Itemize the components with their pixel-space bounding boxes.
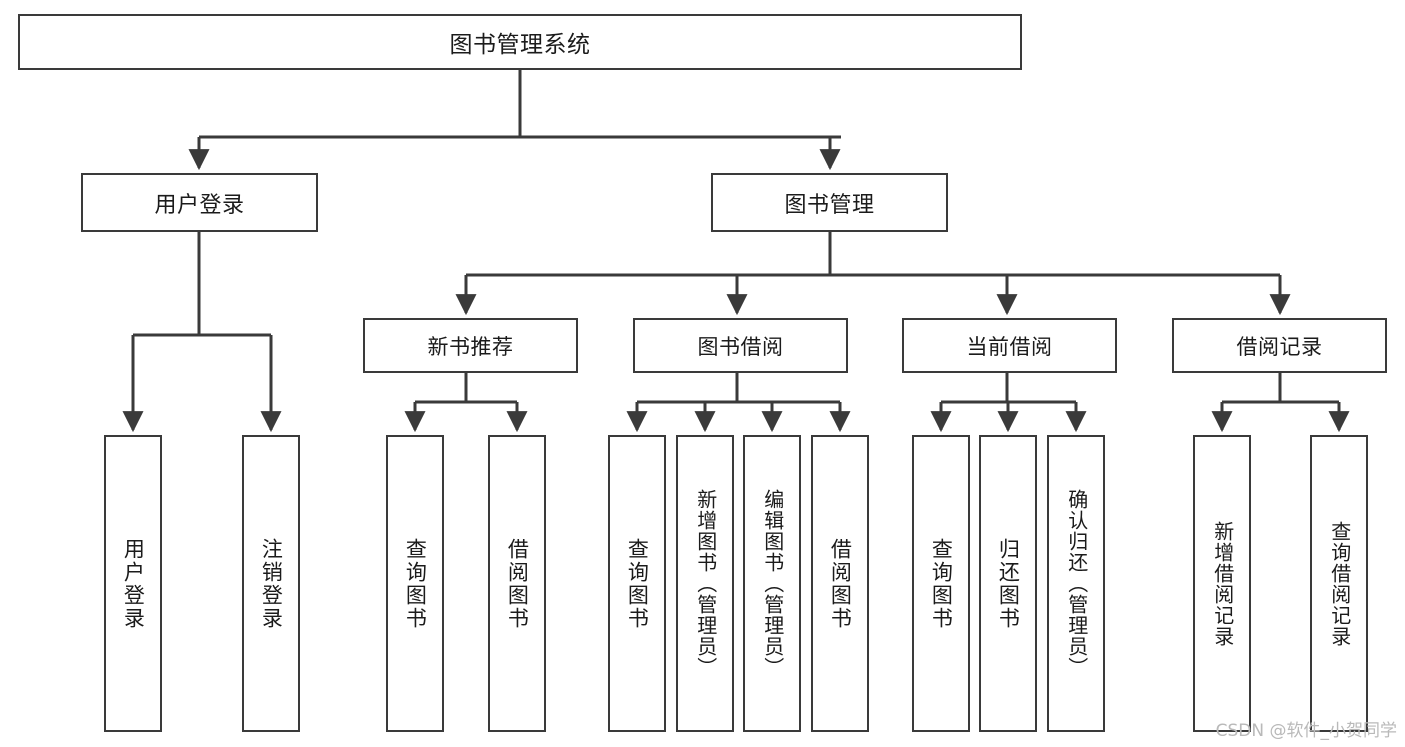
watermark-text: CSDN @软件_小贺同学 [1215,721,1397,741]
node-leaf-confirm-return-admin[interactable]: 确认归还（管理员） [1047,435,1105,732]
node-leaf-query-book-borrow[interactable]: 查询图书 [608,435,666,732]
node-leaf-return-book[interactable]: 归还图书 [979,435,1037,732]
node-label: 用户登录 [154,192,245,218]
node-label: 图书管理系统 [449,32,591,58]
node-book-management[interactable]: 图书管理 [711,173,948,232]
node-leaf-logout-login[interactable]: 注销登录 [242,435,300,732]
node-label: 图书借阅 [697,334,784,359]
node-label: 图书管理 [784,192,875,218]
node-new-book-recommend[interactable]: 新书推荐 [363,318,578,373]
node-leaf-edit-book-admin[interactable]: 编辑图书（管理员） [743,435,801,732]
node-book-borrow[interactable]: 图书借阅 [633,318,848,373]
node-label: 借阅记录 [1236,334,1323,359]
node-label: 注销登录 [259,537,284,630]
node-label: 新书推荐 [427,334,514,359]
node-label: 编辑图书（管理员） [760,489,785,678]
node-borrow-record[interactable]: 借阅记录 [1172,318,1387,373]
node-label: 查询借阅记录 [1327,520,1352,647]
node-label: 借阅图书 [505,537,530,630]
node-leaf-user-login[interactable]: 用户登录 [104,435,162,732]
node-leaf-add-borrow-record[interactable]: 新增借阅记录 [1193,435,1251,732]
node-leaf-borrow-book-recommend[interactable]: 借阅图书 [488,435,546,732]
node-root-book-management-system[interactable]: 图书管理系统 [18,14,1022,70]
node-label: 查询图书 [929,537,954,630]
node-leaf-query-borrow-record[interactable]: 查询借阅记录 [1310,435,1368,732]
node-label: 用户登录 [121,537,146,630]
node-label: 借阅图书 [828,537,853,630]
node-label: 新增图书（管理员） [693,489,718,678]
node-label: 归还图书 [996,537,1021,630]
node-leaf-query-book-current[interactable]: 查询图书 [912,435,970,732]
node-leaf-query-book-recommend[interactable]: 查询图书 [386,435,444,732]
node-leaf-add-book-admin[interactable]: 新增图书（管理员） [676,435,734,732]
node-label: 当前借阅 [966,334,1053,359]
node-leaf-borrow-book[interactable]: 借阅图书 [811,435,869,732]
node-label: 查询图书 [403,537,428,630]
node-current-borrow[interactable]: 当前借阅 [902,318,1117,373]
node-label: 查询图书 [625,537,650,630]
node-user-login[interactable]: 用户登录 [81,173,318,232]
node-label: 新增借阅记录 [1210,520,1235,647]
node-label: 确认归还（管理员） [1064,489,1089,678]
